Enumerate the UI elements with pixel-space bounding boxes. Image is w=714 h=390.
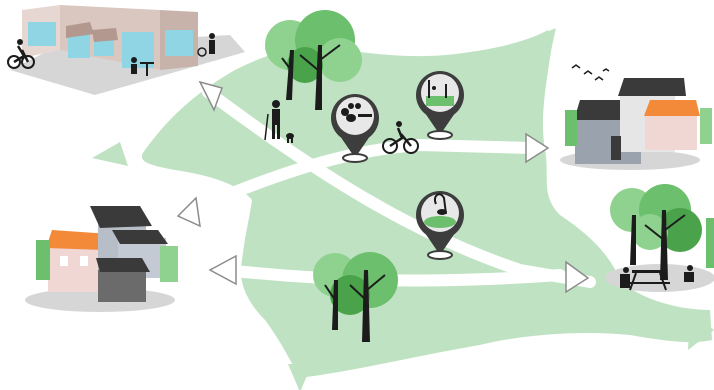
arrow-head-upper-right [525,132,550,164]
path-upper [174,138,536,221]
arrow-head-nw [198,80,223,112]
wetland-heron-pin-icon [416,191,464,260]
green-arrow-head-nw [92,142,128,166]
arrow-head-lower-left [208,254,237,286]
picnic-table-icon [620,265,694,291]
cyclist-icon [7,39,35,69]
shop-building-icon [10,5,245,95]
arrow-head-lower-right [565,260,590,294]
house-cluster-icon [25,206,178,312]
tree-group-icon [313,252,398,342]
arrow-head-upper-left [176,196,201,228]
playground-pin-icon [416,71,464,140]
path-arrows [176,80,590,294]
green-arrow-head-e [688,310,714,350]
birds-icon [571,64,610,81]
shop-cafe-people-icon [131,33,215,76]
green-arrow-head-ne [532,28,556,55]
pet-park-pin-icon [331,94,379,163]
walker-with-dog-icon [264,100,294,143]
cyclist-icon [382,121,419,154]
path-diagonal [202,86,596,288]
tree-group-icon [265,10,362,110]
green-arrow-head-s [288,364,312,390]
house-cluster-icon [560,78,712,170]
